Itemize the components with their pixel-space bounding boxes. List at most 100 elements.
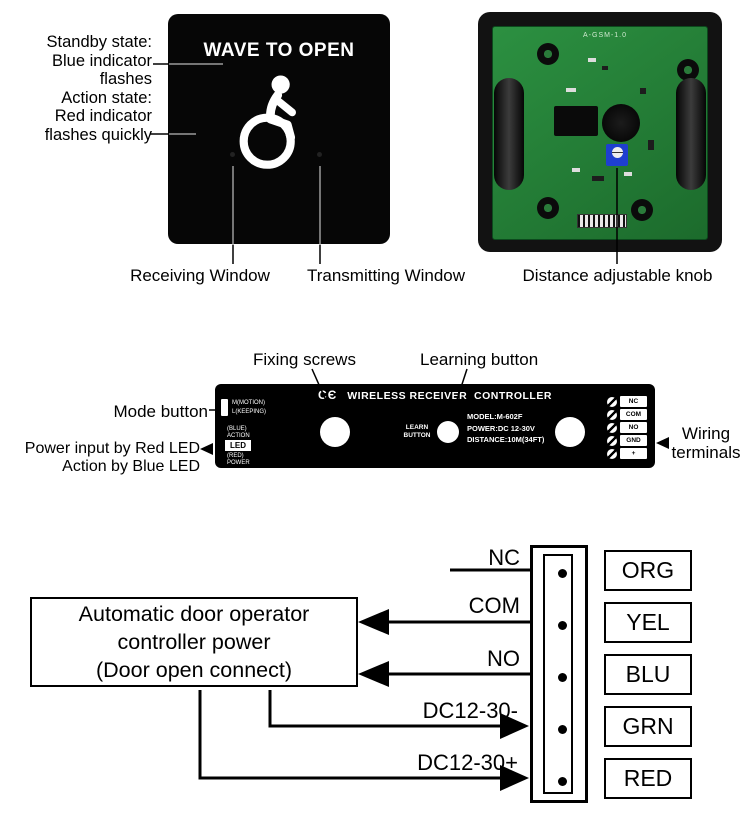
terminal-row: GND bbox=[607, 435, 647, 446]
learning-button-label: Learning button bbox=[420, 350, 539, 369]
smd-component bbox=[572, 168, 580, 172]
pcb-screw-post bbox=[677, 59, 699, 81]
terminal-connector bbox=[530, 545, 588, 803]
receiving-window-dot bbox=[230, 152, 235, 157]
mode-motion-text: M(MOTION) bbox=[232, 400, 265, 406]
connector-pin bbox=[557, 568, 567, 578]
relay-component bbox=[554, 106, 598, 136]
distance-adjust-knob bbox=[606, 144, 628, 166]
operator-box-line: controller power bbox=[117, 630, 271, 654]
buzzer-component bbox=[602, 104, 640, 142]
learn-button-text: LEARN BUTTON bbox=[399, 424, 435, 440]
smd-component bbox=[640, 88, 646, 94]
learn-text-line: BUTTON bbox=[403, 432, 431, 439]
connector-pin bbox=[557, 724, 567, 734]
wheelchair-icon bbox=[239, 75, 296, 169]
receiver-header: CЄ WIRELESS RECEIVER CONTROLLER bbox=[215, 388, 655, 402]
mode-switch bbox=[221, 399, 228, 416]
terminal-label: COM bbox=[620, 409, 647, 420]
learn-text-line: LEARN bbox=[405, 424, 429, 431]
terminal-label: NO bbox=[620, 422, 647, 433]
terminal-screw-icon bbox=[607, 409, 617, 420]
distance-knob-label: Distance adjustable knob bbox=[522, 266, 713, 285]
connector-slot bbox=[543, 554, 573, 794]
led-blue-text: (BLUE) bbox=[227, 426, 247, 432]
wiring-terminals-line: Wiring bbox=[681, 424, 731, 443]
pcb-silkscreen-text: A-GSM-1.0 bbox=[583, 32, 628, 39]
standby-label-line: Blue indicator bbox=[52, 51, 152, 70]
connector-pin bbox=[557, 672, 567, 682]
wire-color-box-grn: GRN bbox=[604, 705, 692, 747]
pcb-board bbox=[492, 26, 708, 240]
wave-to-open-title: WAVE TO OPEN bbox=[203, 40, 355, 61]
action-label-line: Action state: bbox=[61, 88, 152, 107]
led-action-text: ACTION bbox=[227, 433, 250, 439]
operator-box-line: (Door open connect) bbox=[96, 658, 292, 682]
learn-button bbox=[437, 421, 459, 443]
operator-box-line: Automatic door operator bbox=[78, 602, 310, 626]
pcb-barcode-sticker bbox=[577, 214, 627, 228]
fixing-screws-label: Fixing screws bbox=[253, 350, 356, 369]
receiver-controller-bar: CЄ WIRELESS RECEIVER CONTROLLER M(MOTION)… bbox=[215, 384, 655, 468]
smd-component bbox=[624, 172, 632, 176]
smd-component bbox=[648, 140, 654, 150]
mode-button-label: Mode button bbox=[113, 402, 208, 421]
standby-label-line: Standby state: bbox=[46, 33, 153, 51]
pcb-screw-post bbox=[537, 43, 559, 65]
terminal-row: COM bbox=[607, 409, 647, 420]
terminal-screw-icon bbox=[607, 448, 617, 459]
pin-label-nc: NC bbox=[488, 545, 520, 570]
indicator-state-labels: Standby state: Blue indicator flashes Ac… bbox=[18, 33, 152, 144]
terminal-label: + bbox=[620, 448, 647, 459]
action-label-line: Red indicator bbox=[54, 107, 152, 125]
connector-pin bbox=[557, 776, 567, 786]
terminal-row: NO bbox=[607, 422, 647, 433]
transmitting-window-dot bbox=[317, 152, 322, 157]
terminal-row: + bbox=[607, 448, 647, 459]
receiving-window-label: Receiving Window bbox=[130, 266, 270, 285]
connector-pin bbox=[557, 620, 567, 630]
distance-text: DISTANCE:10M(34FT) bbox=[467, 435, 545, 444]
smd-component bbox=[588, 58, 596, 62]
pcb-screw-post bbox=[631, 199, 653, 221]
wire-color-box-blu: BLU bbox=[604, 653, 692, 695]
action-led-label: Action by Blue LED bbox=[62, 458, 200, 475]
power-text: POWER:DC 12-30V bbox=[467, 423, 535, 433]
mode-keeping-text: L(KEEPING) bbox=[232, 409, 267, 415]
wire-color-box-yel: YEL bbox=[604, 601, 692, 643]
power-led-label: Power input by Red LED bbox=[24, 440, 200, 457]
battery-holder-left bbox=[494, 78, 524, 190]
led-indicator: LED bbox=[225, 440, 251, 451]
terminal-label: GND bbox=[620, 435, 647, 446]
ce-mark-icon: CЄ bbox=[318, 388, 338, 402]
battery-holder-right bbox=[676, 78, 706, 190]
standby-label-line: flashes bbox=[99, 70, 152, 88]
model-text: MODEL:M-602F bbox=[467, 412, 523, 421]
wave-to-open-panel: WAVE TO OPEN bbox=[168, 14, 390, 244]
smd-component bbox=[566, 88, 576, 92]
pin-label-dc-minus: DC12-30- bbox=[422, 698, 518, 723]
smd-component bbox=[592, 176, 604, 181]
action-label-line: flashes quickly bbox=[44, 125, 152, 144]
pin-label-com: COM bbox=[468, 593, 520, 618]
wire-color-box-red: RED bbox=[604, 757, 692, 799]
smd-component bbox=[602, 66, 608, 70]
model-spec-block: MODEL:M-602F POWER:DC 12-30V DISTANCE:10… bbox=[467, 411, 579, 446]
terminal-label: NC bbox=[620, 396, 647, 407]
knob-dial bbox=[611, 147, 623, 158]
door-operator-box: Automatic door operator controller power… bbox=[30, 597, 358, 687]
wiring-terminals-line: terminals bbox=[671, 443, 741, 462]
pin-label-no: NO bbox=[487, 646, 520, 671]
fixing-screw-hole-right bbox=[555, 417, 585, 447]
led-red-text: (RED) bbox=[227, 453, 244, 459]
receiver-title: WIRELESS RECEIVER CONTROLLER bbox=[347, 390, 552, 402]
transmitting-window-label: Transmitting Window bbox=[306, 266, 466, 285]
pcb-screw-post bbox=[537, 197, 559, 219]
terminal-screw-icon bbox=[607, 435, 617, 446]
fixing-screw-hole-left bbox=[320, 417, 350, 447]
wiring-terminals-label: Wiring terminals bbox=[663, 424, 749, 462]
terminal-screw-icon bbox=[607, 422, 617, 433]
terminal-screw-icon bbox=[607, 396, 617, 407]
wire-color-box-org: ORG bbox=[604, 549, 692, 591]
